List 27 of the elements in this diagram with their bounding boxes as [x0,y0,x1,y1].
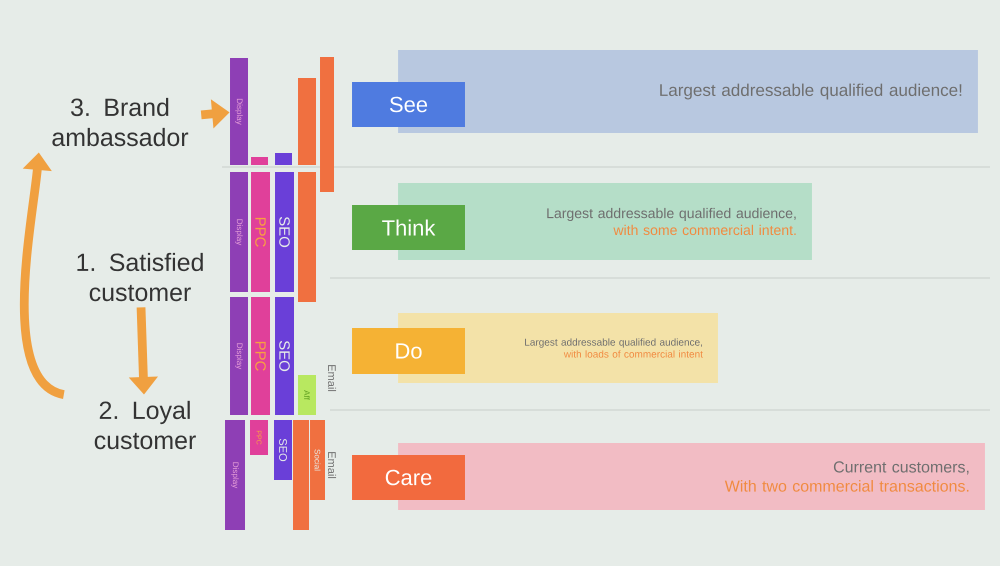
channel-bar: PPC [251,297,270,415]
customer-stage-text: 1. Satisfied customer [77,252,203,302]
stage-label-box: Think [352,205,465,250]
channel-bar: SEO [275,297,294,415]
stage-label-box: Do [352,328,465,374]
channel-label: Email [328,365,336,392]
channel-bar: Display [230,172,248,292]
channel-bar: Display [230,58,248,165]
channel-bar [320,57,334,192]
customer-stage-text: 2. Loyal customer [94,400,196,450]
channel-bar [251,157,268,165]
channel-bar: SEO [274,420,292,480]
stage-label-box: See [352,82,465,127]
channel-label: Email [328,452,336,478]
channel-bar [298,78,316,165]
channel-bar: Aff [298,375,316,415]
channel-bar: Social [310,420,325,500]
channel-bar: Display [230,297,248,415]
customer-stage-text: 3. Brand ambassador [52,98,188,146]
channel-bar: Display [225,420,245,530]
node-label: Social [314,449,320,470]
channel-bar [298,292,316,302]
channel-bar: SEO [275,172,294,292]
channel-bar [275,153,292,165]
stage-label-box: Care [352,455,465,500]
channel-bar: PPC [251,172,270,292]
channel-bar [293,420,309,530]
